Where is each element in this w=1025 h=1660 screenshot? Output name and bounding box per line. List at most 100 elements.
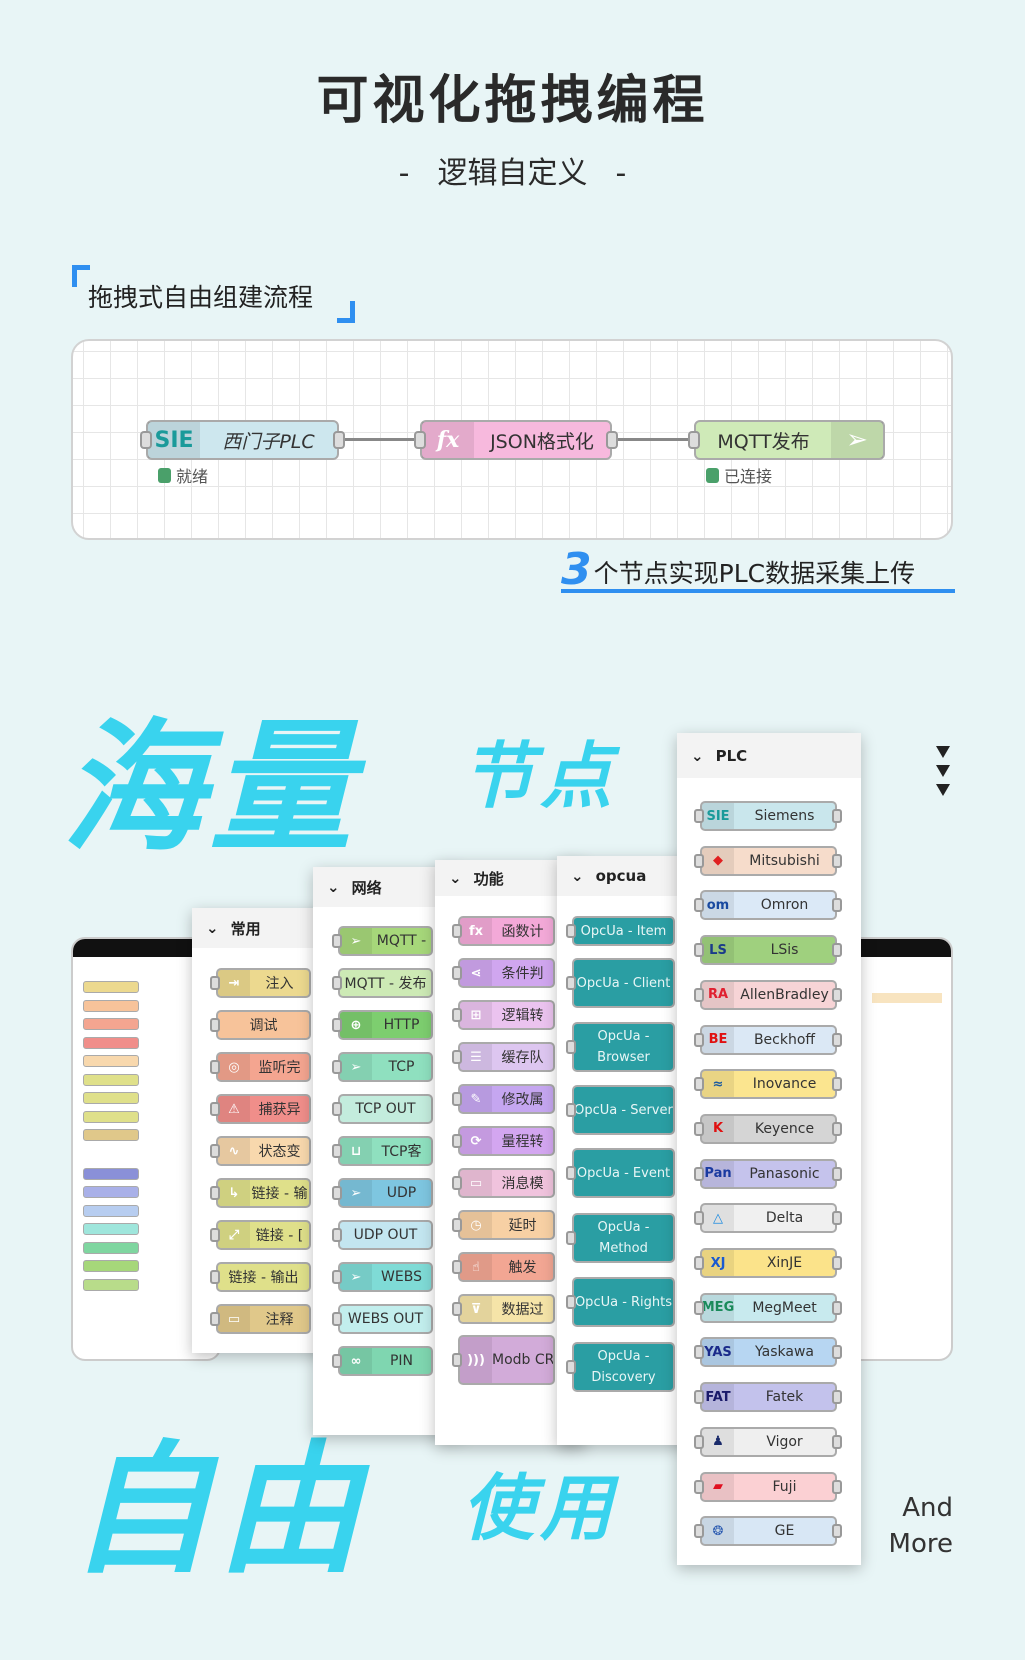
palette-node[interactable]: ⊕HTTP <box>338 1010 433 1040</box>
input-port[interactable] <box>332 934 342 948</box>
input-port[interactable] <box>210 1144 220 1158</box>
input-port[interactable] <box>452 1176 462 1190</box>
input-port[interactable] <box>210 1102 220 1116</box>
output-port[interactable] <box>832 1211 842 1226</box>
palette-node[interactable]: 链接 - 输出 <box>216 1262 311 1292</box>
input-port[interactable] <box>694 1434 704 1449</box>
input-port[interactable] <box>210 1228 220 1242</box>
palette-node[interactable]: ➢TCP <box>338 1052 433 1082</box>
palette-header[interactable]: ⌄PLC <box>677 733 861 778</box>
output-port[interactable] <box>832 809 842 823</box>
palette-node[interactable]: ≈Inovance <box>700 1069 837 1100</box>
input-port[interactable] <box>210 1018 220 1032</box>
palette-node[interactable]: △Delta <box>700 1203 837 1234</box>
input-port[interactable] <box>694 1032 704 1047</box>
input-port[interactable] <box>210 1060 220 1074</box>
output-port[interactable] <box>832 1077 842 1092</box>
input-port[interactable] <box>694 1077 704 1092</box>
output-port[interactable] <box>832 1166 842 1181</box>
output-port[interactable] <box>832 1479 842 1494</box>
input-port[interactable] <box>332 1144 342 1158</box>
flow-node-mqtt-publish[interactable]: MQTT发布 ➢ <box>688 420 885 460</box>
palette-node[interactable]: 调试 <box>216 1010 311 1040</box>
input-port[interactable] <box>566 1360 576 1374</box>
palette-node[interactable]: ⚠捕获异 <box>216 1094 311 1124</box>
palette-node[interactable]: ▭注释 <box>216 1304 311 1334</box>
palette-node[interactable]: OpcUa - Rights <box>572 1277 675 1327</box>
palette-node[interactable]: ∞PIN <box>338 1346 433 1376</box>
flow-node-json-format[interactable]: fx JSON格式化 <box>414 420 618 460</box>
input-port[interactable] <box>694 898 704 913</box>
palette-node[interactable]: ▰Fuji <box>700 1471 837 1502</box>
input-port[interactable] <box>414 431 426 449</box>
output-port[interactable] <box>832 1434 842 1449</box>
input-port[interactable] <box>566 1103 576 1117</box>
input-port[interactable] <box>332 1228 342 1242</box>
output-port[interactable] <box>832 987 842 1002</box>
input-port[interactable] <box>566 924 576 938</box>
input-port[interactable] <box>332 1018 342 1032</box>
output-port[interactable] <box>832 853 842 868</box>
palette-node[interactable]: ▭消息模 <box>458 1168 555 1198</box>
input-port[interactable] <box>332 1270 342 1284</box>
palette-node[interactable]: ⇥注入 <box>216 968 311 998</box>
input-port[interactable] <box>688 431 700 449</box>
palette-node[interactable]: ◎监听完 <box>216 1052 311 1082</box>
input-port[interactable] <box>210 976 220 990</box>
input-port[interactable] <box>694 1390 704 1405</box>
palette-node[interactable]: )))Modb CRC <box>458 1335 555 1385</box>
output-port[interactable] <box>832 1345 842 1360</box>
output-port[interactable] <box>832 943 842 958</box>
palette-node[interactable]: ⊔TCP客 <box>338 1136 433 1166</box>
input-port[interactable] <box>694 1300 704 1315</box>
palette-node[interactable]: TCP OUT <box>338 1094 433 1124</box>
input-port[interactable] <box>566 976 576 990</box>
output-port[interactable] <box>333 431 345 449</box>
input-port[interactable] <box>694 1524 704 1539</box>
palette-node[interactable]: ↳链接 - 输 <box>216 1178 311 1208</box>
palette-node[interactable]: ♟Vigor <box>700 1426 837 1457</box>
input-port[interactable] <box>694 1479 704 1494</box>
input-port[interactable] <box>566 1166 576 1180</box>
output-port[interactable] <box>832 1256 842 1270</box>
input-port[interactable] <box>694 1345 704 1360</box>
input-port[interactable] <box>452 924 462 938</box>
palette-node[interactable]: ∿状态变 <box>216 1136 311 1166</box>
output-port[interactable] <box>832 1121 842 1136</box>
palette-node[interactable]: OpcUa - Event <box>572 1148 675 1198</box>
input-port[interactable] <box>332 1312 342 1326</box>
palette-node[interactable]: ❂GE <box>700 1516 837 1547</box>
palette-node[interactable]: OpcUa - Method <box>572 1213 675 1263</box>
input-port[interactable] <box>694 853 704 868</box>
palette-node[interactable]: UDP OUT <box>338 1220 433 1250</box>
palette-node[interactable]: ✎修改属 <box>458 1084 555 1114</box>
input-port[interactable] <box>452 1092 462 1106</box>
input-port[interactable] <box>694 943 704 958</box>
palette-node[interactable]: OpcUa - Client <box>572 958 675 1008</box>
input-port[interactable] <box>452 1050 462 1064</box>
input-port[interactable] <box>566 1040 576 1054</box>
input-port[interactable] <box>332 1060 342 1074</box>
flow-node-siemens-plc[interactable]: SIE 西门子PLC <box>140 420 345 460</box>
palette-node[interactable]: ➢WEBS <box>338 1262 433 1292</box>
palette-node[interactable]: ☰缓存队 <box>458 1042 555 1072</box>
input-port[interactable] <box>452 1134 462 1148</box>
input-port[interactable] <box>694 987 704 1002</box>
output-port[interactable] <box>832 1300 842 1315</box>
palette-node[interactable]: ⋖条件判 <box>458 958 555 988</box>
palette-node[interactable]: ➢MQTT - <box>338 926 433 956</box>
palette-node[interactable]: ⊞逻辑转 <box>458 1000 555 1030</box>
palette-node[interactable]: ⊽数据过 <box>458 1294 555 1324</box>
input-port[interactable] <box>452 1353 462 1367</box>
input-port[interactable] <box>210 1186 220 1200</box>
output-port[interactable] <box>832 1390 842 1405</box>
palette-node[interactable]: OpcUa - Server <box>572 1085 675 1135</box>
